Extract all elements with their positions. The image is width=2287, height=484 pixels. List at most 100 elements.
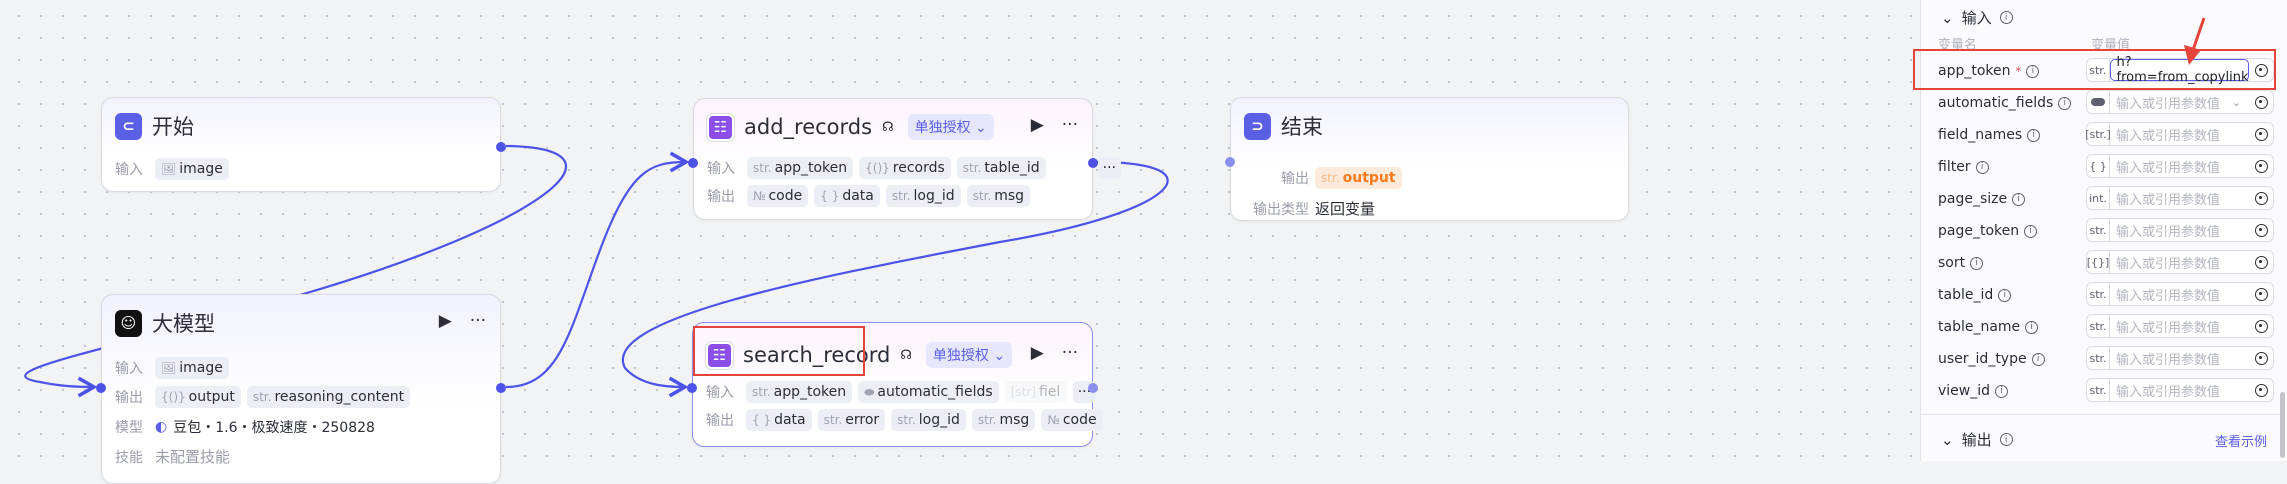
- param-value-input[interactable]: str. 输入或引用参数值: [2086, 378, 2274, 402]
- run-button[interactable]: ▶: [1030, 343, 1044, 363]
- auth-dropdown[interactable]: 单独授权 ⌄: [907, 114, 994, 140]
- run-button[interactable]: ▶: [438, 311, 452, 331]
- param-value[interactable]: 输入或引用参数值: [2116, 256, 2221, 272]
- param-value-input[interactable]: int. 输入或引用参数值: [2086, 186, 2274, 210]
- param-value-input[interactable]: str. 输入或引用参数值: [2086, 282, 2274, 306]
- param-row: app_token*i str. h?from=from_copylink: [1921, 55, 2287, 87]
- output-port[interactable]: [496, 142, 506, 152]
- param-name: view_id: [1938, 383, 1991, 399]
- param-value-input[interactable]: str. 输入或引用参数值: [2086, 218, 2274, 242]
- reference-variable-icon[interactable]: [2249, 191, 2273, 205]
- param-value-input[interactable]: [{}] 输入或引用参数值: [2086, 250, 2274, 274]
- param-name: sort: [1938, 255, 1966, 271]
- output-port[interactable]: [1088, 158, 1098, 168]
- chevron-down-icon[interactable]: ⌄: [1941, 430, 1954, 449]
- param-value[interactable]: 输入或引用参数值: [2116, 96, 2221, 112]
- start-node[interactable]: ⊂开始 输入 🖼image: [101, 97, 506, 192]
- output-port[interactable]: [496, 383, 506, 393]
- param-value[interactable]: 输入或引用参数值: [2116, 352, 2221, 368]
- run-button[interactable]: ▶: [1030, 115, 1044, 135]
- reference-variable-icon[interactable]: [2249, 127, 2273, 141]
- more-button[interactable]: ···: [1061, 115, 1078, 135]
- auth-dropdown[interactable]: 单独授权 ⌄: [925, 342, 1013, 368]
- param-value-input[interactable]: str. h?from=from_copylink: [2086, 55, 2274, 85]
- reference-variable-icon[interactable]: [2249, 159, 2273, 173]
- add-records-node[interactable]: ☷add_records ☊单独授权 ⌄ ▶··· 输入 str.app_tok…: [688, 98, 1121, 220]
- toggle-icon: ⬬: [864, 384, 875, 399]
- param-value-input[interactable]: str. 输入或引用参数值: [2086, 346, 2274, 370]
- param-chip: str.app_token: [747, 157, 854, 179]
- param-value-input[interactable]: 输入或引用参数值 ⌄: [2086, 90, 2274, 114]
- input-port[interactable]: [688, 158, 698, 168]
- param-name: table_name: [1938, 319, 2021, 335]
- info-icon: i: [1995, 384, 2009, 398]
- param-value-input[interactable]: { } 输入或引用参数值: [2086, 154, 2274, 178]
- plugin-icon: ☊: [900, 347, 912, 363]
- reference-variable-icon[interactable]: [2249, 319, 2273, 333]
- chevron-down-icon[interactable]: ⌄: [1941, 8, 1954, 27]
- image-icon: 🖼: [161, 361, 177, 375]
- chevron-down-icon[interactable]: ⌄: [2231, 95, 2241, 109]
- toggle-switch[interactable]: [2091, 98, 2105, 106]
- doubao-icon: ◐: [155, 419, 168, 435]
- end-node[interactable]: ⊃结束 输出 str.output 输出类型 返回变量: [1225, 97, 1629, 221]
- reference-variable-icon[interactable]: [2249, 255, 2273, 269]
- llm-node[interactable]: ☺大模型 ▶··· 输入 🖼image 输出 {()}output str.re…: [96, 294, 506, 484]
- param-value[interactable]: 输入或引用参数值: [2116, 384, 2221, 400]
- info-icon: i: [1999, 433, 2013, 446]
- param-value[interactable]: 输入或引用参数值: [2116, 320, 2221, 336]
- info-icon: i: [2026, 64, 2040, 78]
- info-icon: i: [1998, 288, 2012, 302]
- param-chip: { }data: [746, 409, 812, 431]
- output-port[interactable]: [1088, 383, 1098, 393]
- param-value[interactable]: h?from=from_copylink: [2109, 55, 2250, 85]
- more-button[interactable]: ···: [1061, 343, 1078, 363]
- reference-variable-icon[interactable]: [2249, 223, 2273, 237]
- output-label: 输出: [1281, 171, 1309, 187]
- more-button[interactable]: ···: [469, 311, 486, 331]
- reference-variable-icon[interactable]: [2249, 383, 2273, 397]
- reference-variable-icon[interactable]: [2249, 95, 2273, 109]
- info-icon: i: [2058, 96, 2072, 110]
- info-icon: i: [2025, 320, 2039, 334]
- column-header-name: 变量名: [1938, 38, 1978, 53]
- red-arrow-annotation: [2184, 17, 2206, 65]
- param-value[interactable]: 输入或引用参数值: [2116, 224, 2221, 240]
- input-port[interactable]: [1225, 157, 1235, 167]
- reference-variable-icon[interactable]: [2249, 63, 2273, 77]
- reference-variable-icon[interactable]: [2249, 351, 2273, 365]
- input-label: 输入: [707, 161, 735, 177]
- param-value[interactable]: 输入或引用参数值: [2116, 288, 2221, 304]
- param-chip: str.error: [817, 409, 886, 431]
- search-record-node[interactable]: ☷search_record ☊单独授权 ⌄ ▶··· 输入 str.app_t…: [687, 322, 1103, 447]
- skill-label: 技能: [115, 449, 143, 466]
- output-type-value: 返回变量: [1315, 200, 1376, 218]
- type-badge: str.: [2087, 379, 2110, 401]
- param-value-input[interactable]: str. 输入或引用参数值: [2086, 314, 2274, 338]
- param-chip: { }data: [814, 185, 880, 207]
- input-port[interactable]: [687, 383, 697, 393]
- param-chip: str.log_id: [891, 409, 966, 431]
- param-value[interactable]: 输入或引用参数值: [2116, 128, 2221, 144]
- info-icon: i: [2031, 352, 2045, 366]
- more-inputs-button[interactable]: ···: [1097, 157, 1121, 179]
- reference-variable-icon[interactable]: [2249, 287, 2273, 301]
- param-value[interactable]: 输入或引用参数值: [2116, 192, 2221, 208]
- param-value-input[interactable]: [str.] 输入或引用参数值: [2085, 122, 2274, 146]
- view-example-link[interactable]: 查看示例: [2214, 435, 2267, 450]
- divider: [1921, 414, 2281, 415]
- param-value[interactable]: 输入或引用参数值: [2116, 160, 2221, 176]
- input-port[interactable]: [96, 383, 106, 393]
- node-title: search_record: [743, 343, 891, 367]
- scrollbar[interactable]: [2280, 392, 2285, 458]
- type-badge: str.: [2087, 347, 2110, 369]
- param-chip: str.app_token: [746, 381, 853, 403]
- type-badge: str.: [2087, 315, 2110, 337]
- model-name: 豆包・1.6・极致速度・250828: [173, 420, 375, 436]
